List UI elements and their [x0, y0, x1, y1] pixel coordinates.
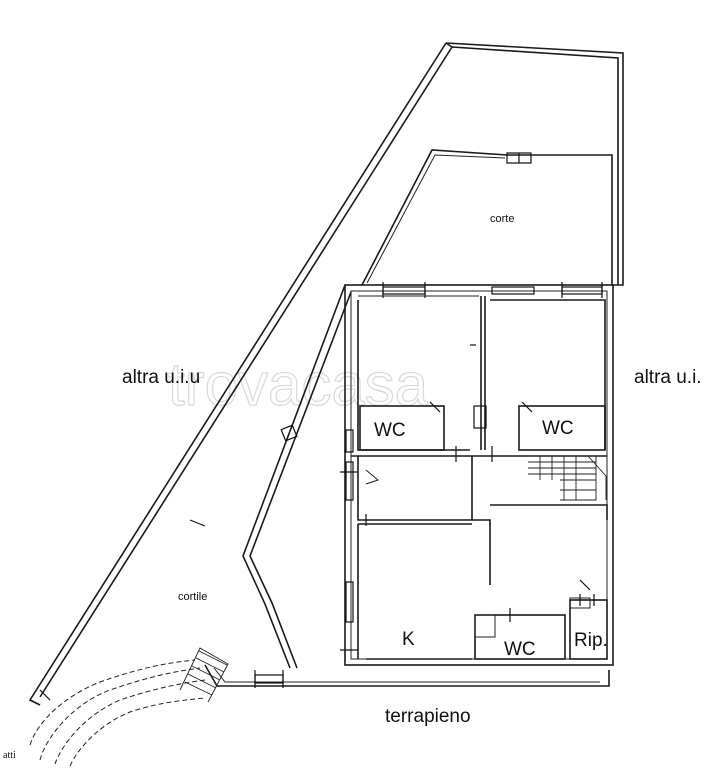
cortile-stairs: [179, 647, 229, 703]
interior-walls: [351, 295, 608, 660]
label-corte: corte: [490, 213, 514, 225]
label-storage: Rip.: [574, 630, 608, 651]
label-altra-uiu-left: altra u.i.u: [122, 367, 200, 388]
curved-access-path: [29, 659, 284, 767]
label-terrapieno: terrapieno: [385, 706, 471, 727]
outer-corte-wall: [445, 42, 624, 286]
cortile-perimeter: [28, 42, 610, 706]
corte-inner-wall: [361, 149, 613, 286]
label-wc-lower: WC: [504, 639, 536, 660]
label-wc-upper-right: WC: [542, 418, 574, 439]
staircase-right: [528, 455, 607, 501]
label-atti: atti: [3, 750, 16, 761]
label-altra-ui-right: altra u.i.: [634, 367, 702, 388]
label-kitchen: K: [402, 629, 415, 650]
label-cortile: cortile: [178, 591, 207, 603]
label-wc-upper-left: WC: [374, 420, 406, 441]
